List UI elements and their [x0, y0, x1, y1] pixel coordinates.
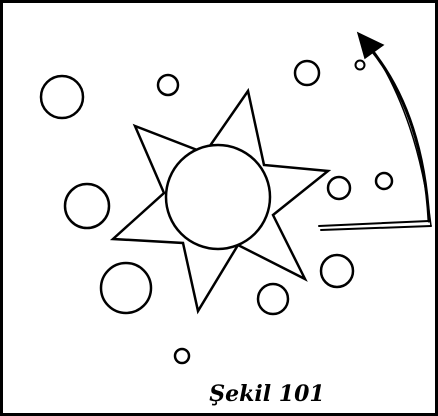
circle-left: [63, 182, 111, 230]
circle-bottom-tiny: [173, 347, 191, 365]
star-diagram: [39, 31, 432, 365]
figure-caption: Şekil 101: [209, 381, 325, 407]
circle-top-right: [293, 59, 321, 87]
circle-right-2: [374, 171, 394, 191]
circle-bottom-right: [319, 253, 355, 289]
circle-bottom-left: [99, 261, 153, 315]
center-circle: [164, 143, 272, 251]
circle-top-small: [156, 73, 180, 97]
curved-arrow-icon: [318, 31, 432, 231]
circle-tiny-top-right: [354, 59, 366, 71]
circle-top-left: [39, 74, 85, 120]
circle-right-1: [326, 175, 352, 201]
circle-bottom-mid: [256, 282, 290, 316]
